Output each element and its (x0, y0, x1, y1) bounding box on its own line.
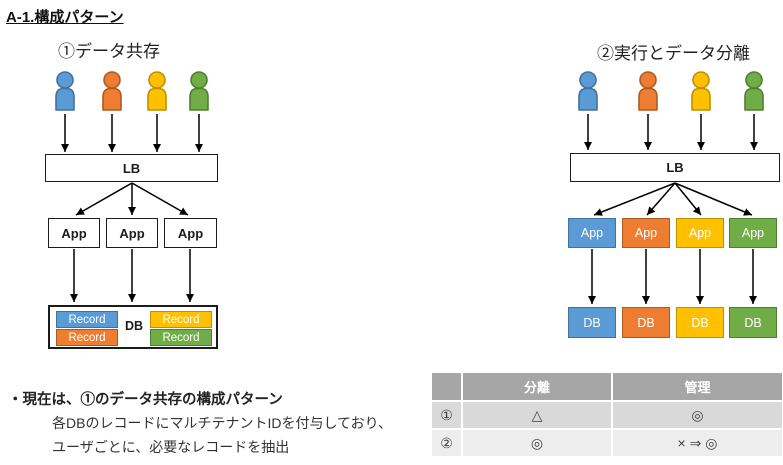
page-title: A-1.構成パターン (6, 9, 124, 26)
lb-box: LB (570, 153, 780, 182)
diagram-left-title: ①データ共存 (58, 42, 160, 61)
user-icon-orange (102, 71, 122, 111)
shared-db-box: Record Record Record Record DB (48, 305, 218, 349)
arrow (593, 182, 676, 216)
left-app-to-db-arrows (70, 249, 194, 302)
right-app-to-db-arrows (588, 249, 757, 304)
table-row-label: ② (432, 430, 461, 456)
table-corner-cell (432, 373, 461, 400)
table-cell-separation-1: △ (463, 402, 611, 428)
app-box: App (164, 218, 217, 248)
app-box-blue: App (568, 218, 616, 248)
diagram-right-title: ②実行とデータ分離 (597, 44, 750, 63)
db-box-green: DB (729, 307, 777, 338)
record-box-blue: Record (56, 311, 118, 328)
user-icon-orange (638, 71, 658, 111)
table-header-management: 管理 (613, 373, 782, 400)
app-box-yellow: App (676, 218, 724, 248)
left-user-to-lb-arrows (61, 114, 203, 152)
user-icon-blue (55, 71, 75, 111)
table-row-label: ① (432, 402, 461, 428)
user-icon-blue (578, 71, 598, 111)
user-icon-yellow (691, 71, 711, 111)
arrow (646, 182, 676, 216)
note: ・現在は、①のデータ共存の構成パターン 各DBのレコードにマルチテナントIDを付… (8, 388, 392, 457)
lb-box: LB (45, 154, 218, 182)
db-label: DB (124, 319, 144, 333)
record-box-orange: Record (56, 329, 118, 346)
right-user-to-lb-arrows (584, 114, 758, 150)
note-line: 各DBのレコードにマルチテナントIDを付与しており、 (52, 415, 393, 431)
comparison-table: 分離 管理 ① △ ◎ ② ◎ × ⇒ ◎ (432, 373, 782, 456)
note-heading: ・現在は、①のデータ共存の構成パターン (8, 392, 283, 408)
diagram-left-users (55, 71, 209, 111)
db-box-orange: DB (622, 307, 670, 338)
db-box-blue: DB (568, 307, 616, 338)
arrow (674, 182, 753, 216)
arrow (131, 182, 189, 216)
app-box: App (48, 218, 100, 248)
right-lb-to-app-arrows (593, 182, 753, 216)
db-box-yellow: DB (676, 307, 724, 338)
record-box-green: Record (150, 329, 212, 346)
diagram-right-users (578, 71, 764, 111)
note-line: ユーザごとに、必要なレコードを抽出 (52, 439, 290, 455)
arrow (674, 182, 702, 216)
user-icon-green (744, 71, 764, 111)
table-header-separation: 分離 (463, 373, 611, 400)
app-box: App (106, 218, 158, 248)
table-cell-management-2: × ⇒ ◎ (613, 430, 782, 456)
user-icon-yellow (147, 71, 167, 111)
table-cell-management-1: ◎ (613, 402, 782, 428)
arrow (75, 182, 133, 216)
app-box-green: App (729, 218, 777, 248)
app-box-orange: App (622, 218, 670, 248)
user-icon-green (189, 71, 209, 111)
record-box-yellow: Record (150, 311, 212, 328)
left-lb-to-app-arrows (75, 182, 189, 216)
table-cell-separation-2: ◎ (463, 430, 611, 456)
